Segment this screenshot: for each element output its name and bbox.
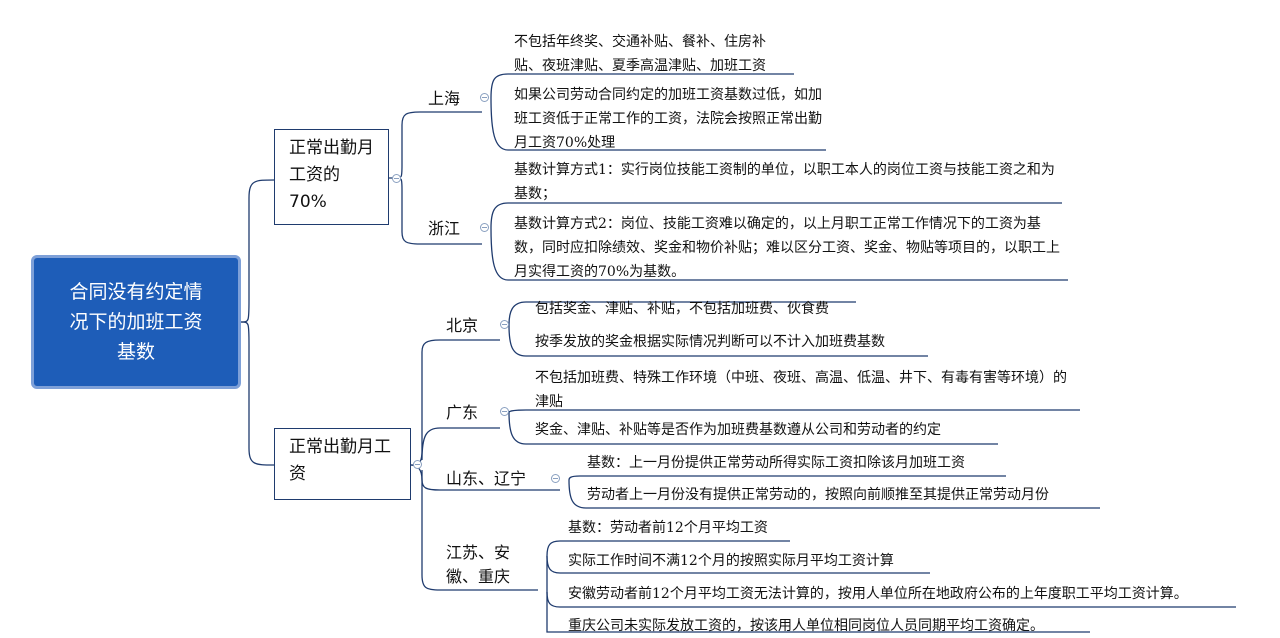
leaf-item[interactable]: 包括奖金、津贴、补贴，不包括加班费、伙食费 [535,301,829,317]
collapse-icon[interactable] [480,93,489,102]
edge-root-branch1 [240,179,275,323]
leaf-item[interactable]: 重庆公司未实际发放工资的，按该用人单位相同岗位人员同期平均工资确定。 [568,618,1044,634]
edge-shandong-1 [568,475,1006,481]
leaf-item[interactable]: 不包括年终奖、交通补贴、餐补、住房补贴、夜班津贴、夏季高温津贴、加班工资 [514,34,766,74]
collapse-icon[interactable] [480,223,489,232]
collapse-icon[interactable] [551,474,560,483]
region-zhejiang[interactable]: 浙江 [428,219,461,238]
branch-node-full-salary[interactable]: 正常出勤月工资 [274,428,411,500]
leaf-item[interactable]: 奖金、津贴、补贴等是否作为加班费基数遵从公司和劳动者的约定 [535,422,941,438]
region-jiangsu-anhui-chongqing[interactable]: 江苏、安徽、重庆 [446,543,511,586]
branch-label: 正常出勤月工资 [289,437,391,484]
region-shandong-liaoning[interactable]: 山东、辽宁 [446,469,527,488]
collapse-icon[interactable] [500,407,509,416]
leaf-item[interactable]: 基数：上一月份提供正常劳动所得实际工资扣除该月加班工资 [587,455,965,471]
collapse-icon[interactable] [392,174,401,183]
leaf-item[interactable]: 按季发放的奖金根据实际情况判断可以不计入加班费基数 [535,334,885,350]
region-shanghai[interactable]: 上海 [428,89,461,108]
leaf-item[interactable]: 劳动者上一月份没有提供正常劳动的，按照向前顺推至其提供正常劳动月份 [587,487,1049,503]
collapse-icon[interactable] [413,460,422,469]
edge-b2-guangdong [421,427,500,461]
edge-b1-shanghai [389,111,482,179]
leaf-item[interactable]: 安徽劳动者前12个月平均工资无法计算的，按用人单位所在地政府公布的上年度职工平均… [568,586,1188,602]
leaf-item[interactable]: 基数计算方式1：实行岗位技能工资制的单位，以职工本人的岗位工资与技能工资之和为基… [514,162,1055,202]
collapse-icon[interactable] [500,320,509,329]
region-beijing[interactable]: 北京 [446,316,479,335]
branch-node-70-percent[interactable]: 正常出勤月工资的70% [274,129,389,225]
region-guangdong[interactable]: 广东 [446,403,479,422]
leaf-item[interactable]: 基数：劳动者前12个月平均工资 [568,520,768,536]
leaf-item[interactable]: 不包括加班费、特殊工作环境（中班、夜班、高温、低温、井下、有毒有害等环境）的津贴 [535,370,1067,410]
leaf-item[interactable]: 如果公司劳动合同约定的加班工资基数过低，如加班工资低于正常工作的工资，法院会按照… [514,87,822,151]
root-node[interactable]: 合同没有约定情况下的加班工资基数 [31,255,241,389]
root-label: 合同没有约定情况下的加班工资基数 [69,281,203,363]
edge-root-branch2 [240,321,275,466]
branch-label: 正常出勤月工资的70% [289,138,374,212]
leaf-item[interactable]: 实际工作时间不满12个月的按照实际月平均工资计算 [568,553,894,569]
leaf-item[interactable]: 基数计算方式2：岗位、技能工资难以确定的，以上月职工正常工作情况下的工资为基数，… [514,216,1060,280]
